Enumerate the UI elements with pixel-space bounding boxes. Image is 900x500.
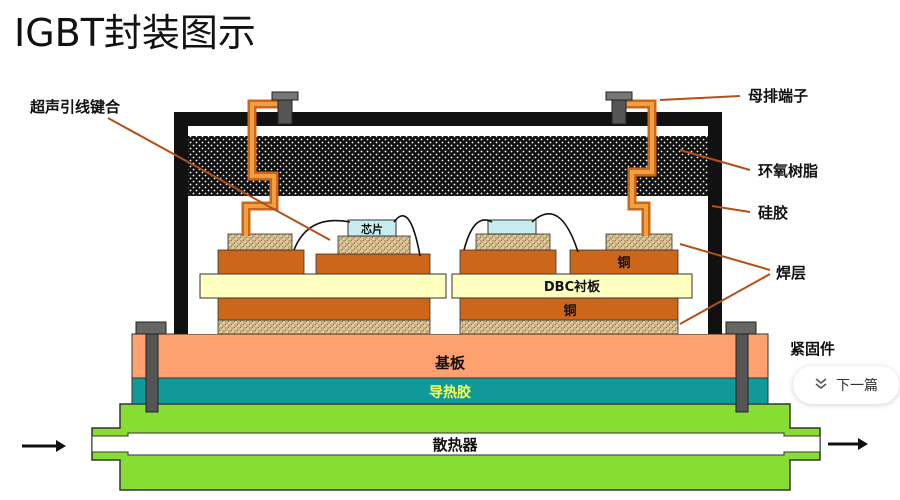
copper-top-right-1 — [459, 249, 557, 275]
copper-top-label: 铜 — [616, 255, 630, 271]
solder-chip-right — [475, 233, 551, 251]
callout-fastener: 紧固件 — [790, 340, 835, 358]
baseplate-label: 基板 — [434, 354, 466, 372]
copper-top-left-1 — [217, 249, 305, 275]
copper-top-left-2 — [315, 253, 431, 275]
callout-epoxy: 环氧树脂 — [758, 162, 818, 180]
inlet-arrow-icon — [22, 440, 66, 452]
callout-silicone: 硅胶 — [758, 204, 788, 222]
fastener-bolt-left — [135, 321, 167, 413]
callout-busbar: 母排端子 — [748, 87, 808, 105]
solder-bottom-left — [217, 319, 431, 335]
outlet-arrow-icon — [828, 438, 868, 450]
housing-top-gap — [188, 126, 708, 136]
double-chevron-down-icon — [814, 377, 828, 394]
baseplate — [131, 333, 769, 379]
next-article-label: 下一篇 — [836, 378, 878, 394]
page-title: IGBT封装图示 — [14, 11, 256, 55]
solder-terminal-left — [227, 233, 293, 251]
solder-terminal-right — [605, 233, 673, 251]
heatsink-channel — [91, 432, 821, 456]
dbc-label: DBC衬板 — [544, 279, 601, 295]
chip-right — [487, 219, 537, 235]
copper-bottom-left — [217, 297, 431, 321]
busbar-terminal-left — [241, 91, 299, 236]
solder-bottom-right — [459, 319, 679, 335]
copper-top-right-2 — [569, 249, 679, 275]
busbar-terminal-right — [605, 91, 657, 236]
solder-chip-left — [337, 235, 411, 255]
chip-left — [347, 219, 397, 237]
callout-solder: 焊层 — [776, 264, 806, 282]
bond-wires — [293, 212, 579, 257]
heatsink-label: 散热器 — [432, 436, 478, 454]
copper-bottom-label: 铜 — [562, 303, 576, 319]
dbc-substrate-left — [199, 273, 447, 299]
fastener-bolt-right — [725, 321, 757, 413]
next-article-button[interactable]: 下一篇 — [793, 366, 899, 404]
callout-bond-wire: 超声引线键合 — [29, 98, 121, 116]
callout-lines — [107, 95, 771, 325]
chip-label: 芯片 — [361, 222, 383, 236]
thermal-paste-label: 导热胶 — [429, 384, 471, 401]
